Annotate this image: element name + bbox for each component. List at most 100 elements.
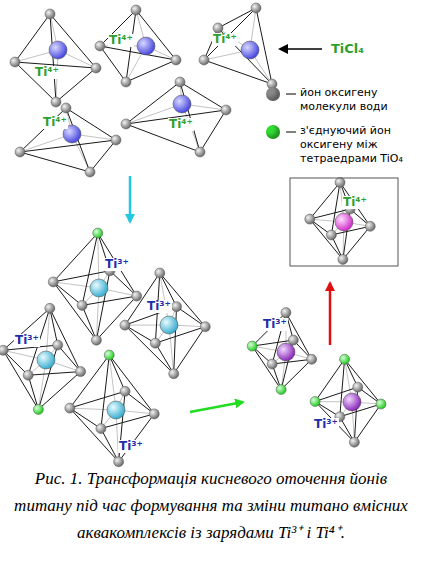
water-oxygen [45,303,55,313]
ion-charge-label: Ti⁴⁺ [168,118,194,131]
bridging-oxygen [247,341,257,351]
polyhedron-edge [340,359,345,417]
octahedron [0,303,86,414]
polyhedron-edge [315,359,344,401]
water-oxygen [199,55,209,65]
bridging-oxygen [104,350,114,360]
octahedron [247,308,316,395]
polyhedron-edge [174,307,177,374]
polyhedron-edge [101,414,154,429]
octahedron [310,354,386,447]
legend-text: з'єднуючий йон оксигену між тетраедрами … [300,124,418,165]
polyhedron-edge [101,429,119,462]
ion-charge-label: Ti³⁺ [146,300,172,313]
water-oxygen [76,367,86,377]
titanium-ion [343,393,361,411]
water-oxygen [91,335,101,345]
water-oxygen [10,57,20,67]
polyhedron-edge [53,282,96,340]
polyhedron-edge [177,307,206,327]
polyhedron-edge [218,8,256,28]
water-oxygen [349,437,359,447]
polyhedron-edge [82,305,96,340]
ion-charge-label: Ti³⁺ [14,334,40,347]
water-oxygen [96,424,106,434]
polyhedron-edge [125,325,155,343]
tetrahedron [121,77,231,157]
water-oxygen [288,335,298,345]
bridging-oxygen [310,397,320,407]
legend-text: йон оксигену молекули води [300,86,418,114]
polyhedron-edge [58,345,81,372]
polyhedron-edge [155,343,173,374]
polyhedron-edge [101,355,109,429]
polyhedron-edge [28,375,38,409]
polyhedron-edge [53,282,82,305]
water-oxygen [132,291,142,301]
polyhedron-edge [82,296,137,305]
water-oxygen [305,214,315,224]
polyhedron-edge [15,14,50,62]
ion-charge-label: Ti³⁺ [104,258,130,271]
titanium-ion [37,351,55,369]
water-oxygen [175,77,185,87]
water-oxygen [267,359,277,369]
polyhedron-edge [310,182,340,219]
polyhedron-edge [126,60,176,82]
octahedron [120,268,210,379]
ion-charge-label: Ti⁴⁺ [342,196,368,209]
bridging-oxygen [93,228,103,238]
water-oxygen [335,177,345,187]
ion-charge-label: Ti⁴⁺ [34,66,60,79]
water-oxygen [149,409,159,419]
tetrahedron [15,103,121,177]
transform-arrow [190,402,243,412]
polyhedron-edge [354,404,381,442]
bridging-oxygen [33,404,43,414]
legend-dash [286,132,296,133]
water-oxygen [131,5,141,15]
water-oxygen [77,300,87,310]
polyhedron-edge [272,359,312,364]
titanium-ion [173,95,191,113]
compound-label: TiCl₄ [330,42,365,56]
polyhedron-edge [20,152,90,172]
octahedron [48,228,141,345]
polyhedron-edge [174,327,206,374]
polyhedron-edge [204,60,272,84]
titanium-ion [160,316,178,334]
ion-charge-label: Ti³⁺ [118,440,144,453]
octahedron-frame [290,178,398,266]
water-oxygen [121,77,131,87]
water-oxygen [23,370,33,380]
water-oxygen [15,147,25,157]
polyhedron-edge [3,350,28,375]
polyhedron-edge [136,10,176,60]
water-oxygen [281,308,291,318]
titanium-ion [335,213,353,231]
ion-charge-label: Ti³⁺ [262,318,288,331]
water-oxygen [120,320,130,330]
legend-swatch [266,87,280,101]
water-oxygen [213,23,223,33]
water-oxygen [95,41,105,51]
water-oxygen [45,9,55,19]
polyhedron-edge [119,414,155,462]
water-oxygen [61,103,71,113]
polyhedron-edge [50,14,96,68]
titanium-ion [241,41,259,59]
water-oxygen [155,268,165,278]
polyhedron-edge [56,68,96,102]
octahedron [305,177,375,264]
water-oxygen [221,105,231,115]
water-oxygen [200,322,210,332]
ticl4-arrow [280,48,322,49]
polyhedron-edge [90,140,116,172]
bridging-oxygen [340,354,350,364]
titanium-ion [49,41,67,59]
water-oxygen [91,63,101,73]
tetrahedron [95,5,181,87]
water-oxygen [365,221,375,231]
ion-charge-label: Ti⁴⁺ [212,33,238,46]
water-oxygen [326,230,336,240]
